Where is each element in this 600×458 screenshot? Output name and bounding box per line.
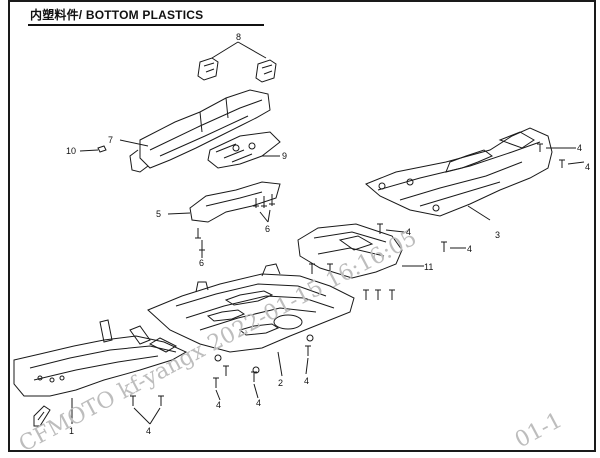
part-6-clips (195, 194, 275, 258)
watermark-text: CFMOTO kf-yangx 2022-01-15 16:16:05 (15, 226, 421, 458)
callouts: 8 7 10 9 5 6 6 4 4 4 4 3 11 4 2 4 4 4 1 (66, 32, 590, 436)
diagram-frame (8, 0, 596, 452)
part-1-front-skid (13, 319, 188, 424)
callout-4g: 4 (216, 400, 221, 410)
callout-11: 11 (424, 262, 433, 272)
part-4-screws (130, 143, 585, 425)
callout-4a: 4 (577, 143, 582, 153)
part-2-main-skid (147, 263, 355, 377)
part-8-clips (197, 41, 277, 83)
callout-3: 3 (495, 230, 500, 240)
callout-9: 9 (282, 151, 287, 161)
part-5-plate (167, 181, 281, 223)
callout-8: 8 (236, 32, 241, 42)
callout-10: 10 (66, 146, 76, 156)
callout-4f: 4 (256, 398, 261, 408)
callout-2: 2 (278, 378, 283, 388)
part-3-rear-skid (365, 127, 553, 221)
callout-5: 5 (156, 209, 161, 219)
callout-1: 1 (69, 426, 74, 436)
title-underline (28, 24, 264, 26)
part-10-screw (79, 145, 107, 153)
callout-7: 7 (108, 135, 113, 145)
corner-mark (33, 405, 51, 427)
part-7-tunnel-cover (119, 89, 271, 173)
watermark-corner-text: 01-1 (511, 408, 566, 453)
page-title: 内塑料件/ BOTTOM PLASTICS (30, 8, 204, 22)
callout-6b: 6 (199, 258, 204, 268)
part-9-bracket (207, 131, 281, 169)
callout-6a: 6 (265, 224, 270, 234)
callout-4d: 4 (467, 244, 472, 254)
callout-4e: 4 (304, 376, 309, 386)
callout-4b: 4 (585, 162, 590, 172)
callout-4c: 4 (406, 227, 411, 237)
callout-4h: 4 (146, 426, 151, 436)
